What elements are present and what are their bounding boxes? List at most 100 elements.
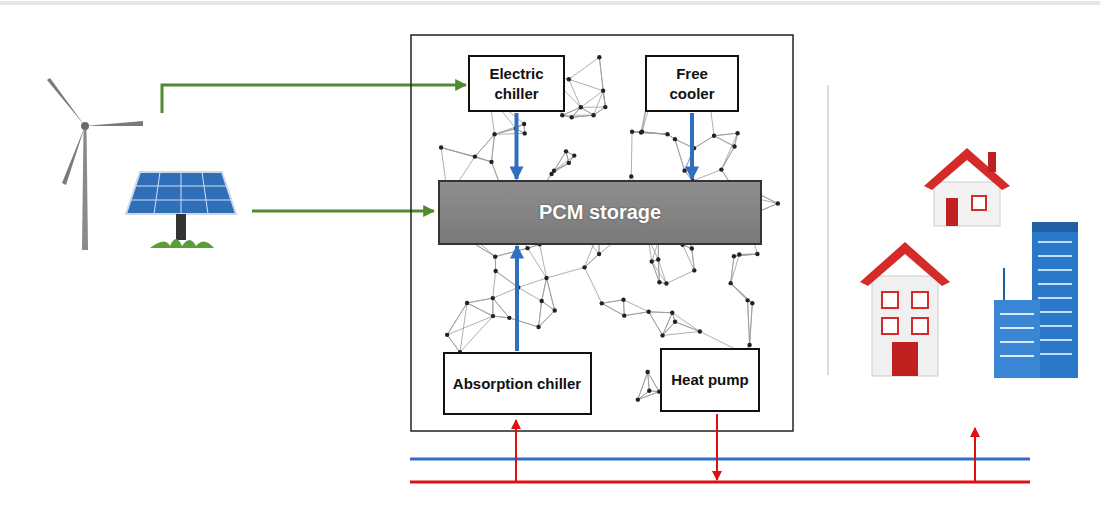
network-dot (603, 105, 607, 109)
network-dot (489, 160, 493, 164)
network-dot (670, 311, 674, 315)
network-link (475, 157, 492, 162)
network-link (467, 303, 493, 316)
network-link (554, 163, 569, 171)
network-dot (491, 314, 495, 318)
network-dot (657, 280, 661, 284)
network-link (539, 310, 555, 327)
storage-box: PCM storage (438, 180, 762, 245)
network-link (649, 312, 663, 336)
network-link (460, 316, 493, 352)
equipment-box: Free cooler (645, 55, 739, 112)
equipment-box: Heat pump (660, 348, 760, 412)
network-dot (737, 252, 741, 256)
network-link (602, 303, 624, 315)
power-arrow (252, 210, 434, 213)
network-dot (549, 172, 553, 176)
network-dot (544, 276, 548, 280)
network-dot (539, 299, 543, 303)
network-link (441, 148, 491, 162)
network-link (581, 107, 594, 115)
network-link (672, 313, 700, 332)
network-link (663, 322, 675, 336)
box-label: PCM storage (539, 201, 661, 224)
network-link (493, 298, 510, 318)
network-link (714, 136, 734, 147)
network-link (475, 134, 495, 156)
network-link (495, 248, 527, 257)
network-dot (522, 122, 526, 126)
network-link (721, 146, 734, 169)
network-link (495, 248, 527, 257)
office-tower (994, 222, 1078, 378)
network-link (495, 124, 525, 134)
wind-turbine (47, 78, 143, 250)
network-dot (493, 269, 497, 273)
network-dot (553, 308, 557, 312)
network-link (492, 134, 495, 162)
network-link (467, 298, 493, 303)
network-link (731, 283, 753, 303)
network-link (492, 134, 495, 162)
equipment-box: Absorption chiller (443, 352, 592, 415)
network-link (581, 107, 594, 115)
network-link (602, 303, 624, 315)
network-dot (747, 343, 751, 347)
network-dot (536, 325, 540, 329)
network-dot (507, 316, 511, 320)
network-link (518, 278, 546, 287)
frame-line (0, 1, 1100, 5)
network-link (663, 331, 700, 335)
network-link (663, 322, 675, 336)
network-dot (645, 370, 649, 374)
network-link (694, 136, 714, 149)
network-dot (646, 310, 650, 314)
network-link (585, 254, 600, 267)
network-link (585, 267, 602, 303)
network-dot (728, 281, 732, 285)
network-link (475, 157, 492, 162)
network-dot (523, 131, 527, 135)
solar-panel (126, 172, 236, 248)
network-dot (560, 113, 564, 117)
flow-arrow (515, 113, 519, 179)
box-label: Free cooler (653, 64, 731, 103)
network-dot (600, 301, 604, 305)
network-dot (465, 301, 469, 305)
network-dot (660, 333, 664, 337)
network-link (731, 283, 748, 300)
network-link (714, 136, 734, 147)
network-link (631, 132, 633, 177)
network-link (552, 163, 569, 174)
network-dot (682, 168, 686, 172)
network-link (475, 134, 495, 156)
network-dot (493, 254, 497, 258)
network-link (748, 300, 750, 345)
network-dot (712, 134, 716, 138)
network-dot (776, 201, 780, 205)
network-link (569, 79, 581, 107)
network-link (623, 300, 625, 316)
network-link (492, 298, 493, 316)
network-dot (732, 254, 736, 258)
network-link (539, 301, 542, 327)
network-link (602, 300, 624, 304)
network-link (460, 303, 467, 352)
network-link (447, 316, 493, 335)
network-dot (567, 161, 571, 165)
network-link (675, 139, 685, 170)
pipe-arrow (974, 428, 976, 481)
network-link (649, 312, 663, 336)
network-link (562, 107, 581, 115)
box-label: Absorption chiller (453, 374, 581, 394)
cold-pipe (410, 458, 1030, 461)
network-link (569, 79, 603, 91)
network-link (493, 271, 496, 298)
network-link (542, 278, 547, 301)
network-dot (673, 320, 677, 324)
network-link (649, 311, 673, 313)
network-link (731, 283, 753, 303)
network-link (624, 312, 648, 316)
network-dot (473, 154, 477, 158)
network-link (624, 300, 649, 312)
